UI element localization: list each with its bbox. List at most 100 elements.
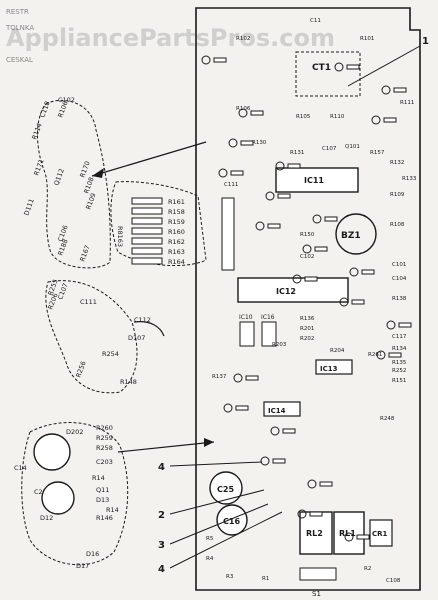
r181-resistor <box>131 197 163 205</box>
s1-switch <box>299 567 337 581</box>
ct1-label: CT1 <box>312 63 331 73</box>
board-label: C108 <box>386 578 401 584</box>
r181-inset-label: R158 <box>168 208 185 216</box>
board-label: R135 <box>392 360 407 366</box>
board-outline <box>195 7 421 591</box>
small-capacitor <box>223 403 233 413</box>
board-label: R202 <box>300 336 314 342</box>
board-label: R5 <box>206 536 214 542</box>
small-resistor <box>361 269 375 275</box>
small-resistor <box>240 140 254 146</box>
c15-inset-label: C14 <box>14 464 27 472</box>
ic16-chip <box>261 321 277 347</box>
r181-inset-label: R163 <box>168 248 185 256</box>
small-capacitor <box>307 479 317 489</box>
r256-inset-label: C112 <box>134 316 151 324</box>
board-label: R204 <box>330 348 345 354</box>
c13-capacitor <box>41 481 75 515</box>
board-parts <box>201 55 412 542</box>
small-resistor <box>309 511 323 517</box>
ct1-outline <box>295 51 361 97</box>
board-label: C111 <box>224 182 238 188</box>
board-label: C101 <box>392 262 406 268</box>
q112-inset-label: R171 <box>32 158 45 177</box>
board-label: R105 <box>296 114 311 120</box>
header-line-2: TOLNKA <box>5 24 34 32</box>
callout-3-leader <box>169 503 269 545</box>
r181-inset-label: R164 <box>168 258 185 266</box>
ic13-chip <box>315 359 353 375</box>
small-capacitor <box>238 108 248 118</box>
board-label: R150 <box>300 232 315 238</box>
small-resistor <box>287 163 301 169</box>
small-capacitor <box>339 297 349 307</box>
small-capacitor <box>255 221 265 231</box>
board-label: C11 <box>310 18 321 24</box>
c25-capacitor <box>209 471 243 505</box>
callout-2: 2 <box>158 510 165 521</box>
inset-r181-outline <box>110 181 207 267</box>
ic14-label: IC14 <box>268 407 286 415</box>
small-resistor <box>282 428 296 434</box>
r181-resistor <box>131 257 163 265</box>
r256-inset-label: R148 <box>120 378 137 386</box>
inset-c15-outline <box>21 422 129 566</box>
small-resistor <box>314 246 328 252</box>
small-resistor <box>383 117 397 123</box>
small-resistor <box>398 322 412 328</box>
board-label: R133 <box>402 176 417 182</box>
small-resistor <box>324 216 338 222</box>
small-resistor <box>267 223 281 229</box>
small-capacitor <box>201 55 211 65</box>
c15-inset-label: R14 <box>106 506 119 514</box>
small-capacitor <box>218 168 228 178</box>
small-resistor <box>277 193 291 199</box>
r181-resistor <box>131 247 163 255</box>
board-label: R134 <box>392 346 407 352</box>
callout-4-upper: 4 <box>158 462 165 473</box>
callout-4a-leader <box>169 461 263 467</box>
small-resistor <box>245 375 259 381</box>
c15-inset-label: D12 <box>40 514 53 522</box>
small-capacitor <box>376 350 386 360</box>
r181-inset-label: R8163 <box>116 226 124 247</box>
q112-inset-label: R114 <box>30 122 43 141</box>
board-label: R1 <box>262 576 269 582</box>
c15-inset-label: Q11 <box>96 486 109 494</box>
board-label: R108 <box>390 222 405 228</box>
small-capacitor <box>297 509 307 519</box>
q112-inset-label: Q112 <box>52 167 66 186</box>
r181-resistor <box>131 217 163 225</box>
c25-label: C25 <box>217 485 234 494</box>
c15-inset-label: C203 <box>96 458 113 466</box>
inset-q112-outline <box>37 100 111 269</box>
c15-inset-label: R14 <box>92 474 105 482</box>
small-capacitor <box>292 274 302 284</box>
q112-inset-label: C102 <box>58 96 75 104</box>
c15-inset-label: D17 <box>76 562 89 570</box>
callout-1: 1 <box>422 36 429 47</box>
c15-inset-label: R260 <box>96 424 113 432</box>
rl2-label: RL2 <box>306 529 323 538</box>
cr1-part <box>369 519 393 547</box>
small-capacitor <box>334 62 344 72</box>
r181-inset-label: R162 <box>168 238 185 246</box>
board-label: R111 <box>400 100 414 106</box>
small-resistor <box>213 57 227 63</box>
bz1-buzzer <box>335 213 377 255</box>
r256-inset-label: D107 <box>128 334 145 342</box>
board-label: R138 <box>392 296 407 302</box>
arrow-q112-head <box>92 168 104 178</box>
board-label: C107 <box>322 146 337 152</box>
board-label: R201 <box>300 326 314 332</box>
c16-capacitor <box>216 504 248 536</box>
q112-inset-label: C118 <box>38 100 51 119</box>
ic12-chip <box>237 277 349 303</box>
small-resistor <box>250 110 264 116</box>
board-label: R131 <box>290 150 304 156</box>
r181-inset-label: R159 <box>168 218 185 226</box>
q112-inset-label: R167 <box>78 244 91 263</box>
